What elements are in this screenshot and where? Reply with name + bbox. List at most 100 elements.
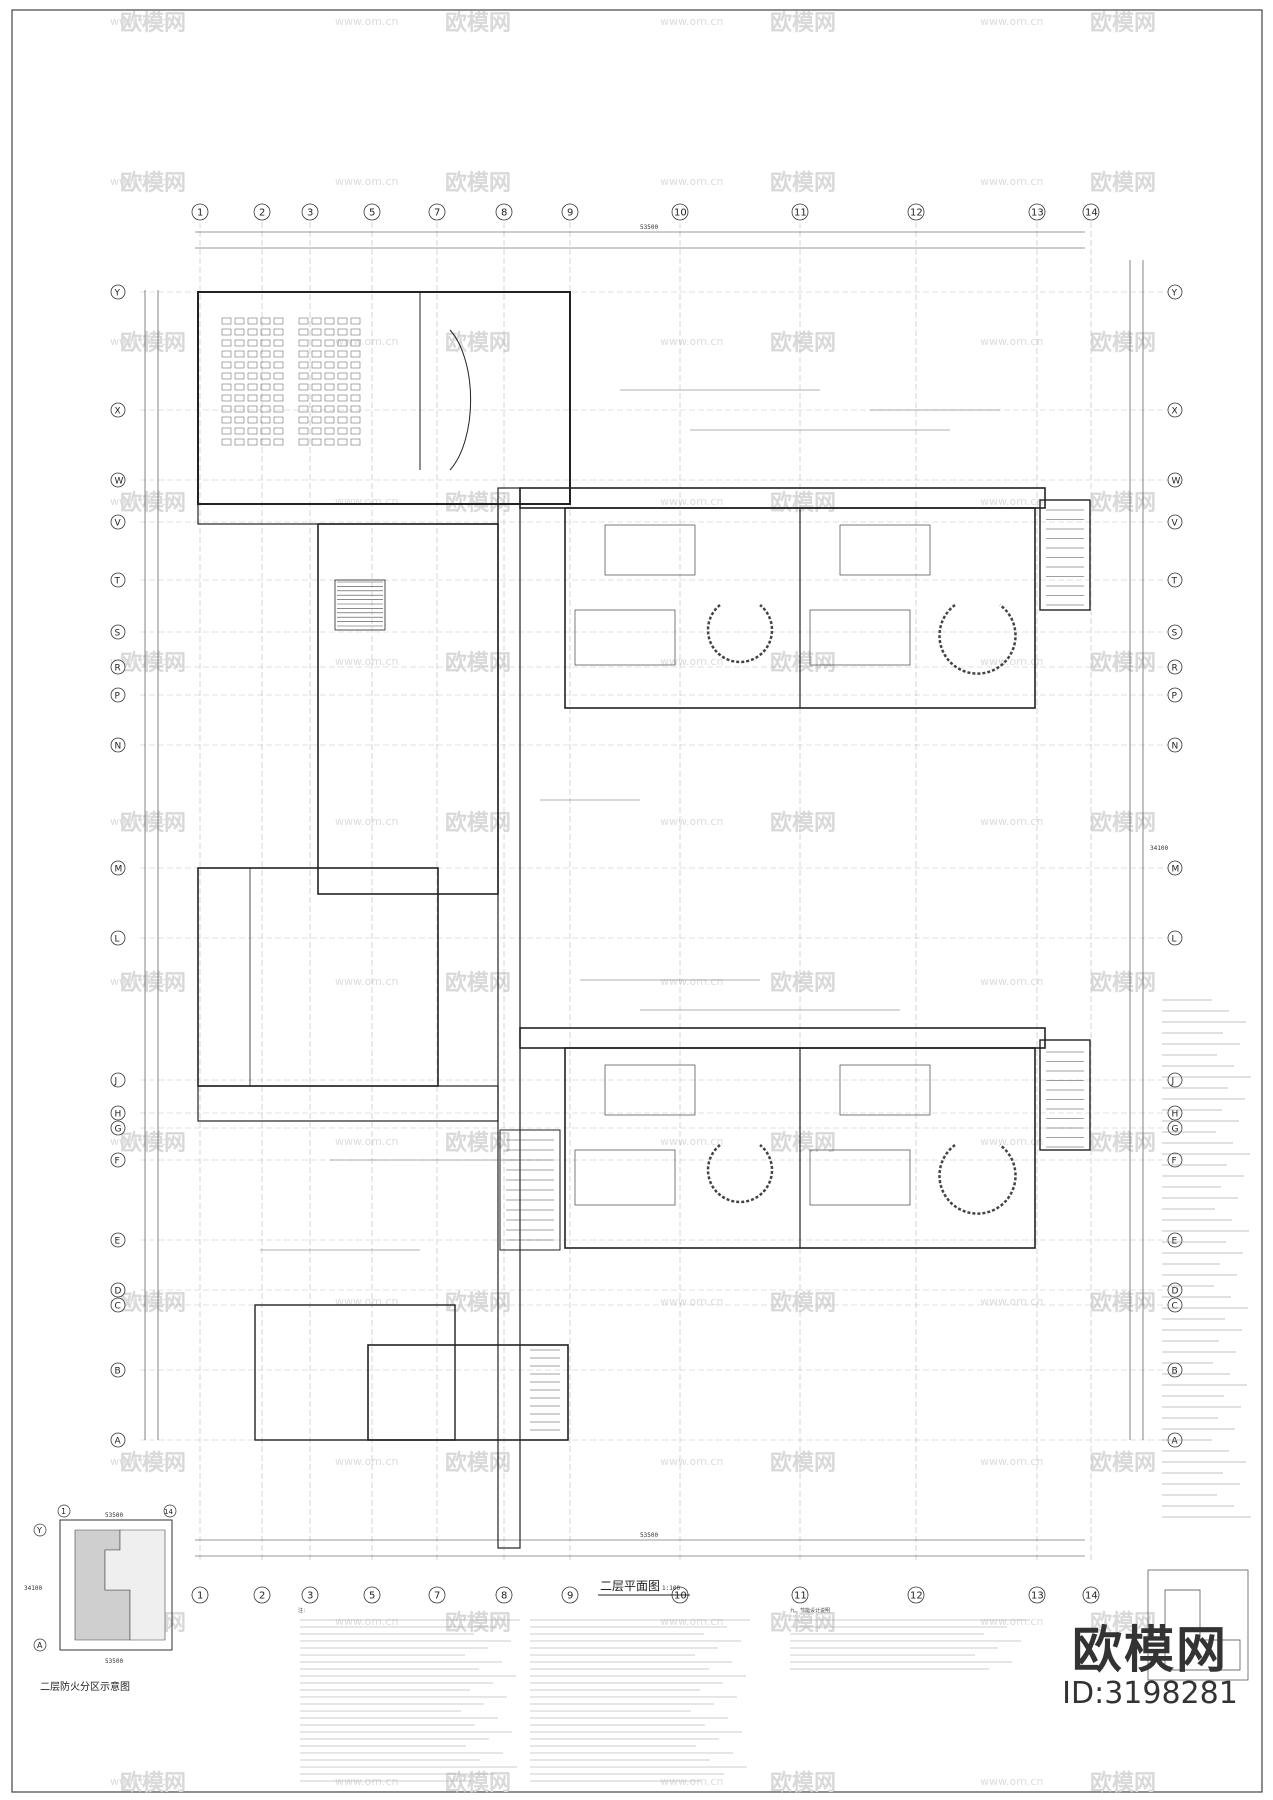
axis-bubble <box>110 1072 126 1088</box>
notes-header: 注： <box>298 1607 308 1614</box>
watermark-url: www.om.cn <box>980 495 1043 508</box>
axis-bubble <box>495 203 513 221</box>
watermark-url: www.om.cn <box>335 1775 398 1788</box>
watermark-url: www.om.cn <box>110 975 173 988</box>
watermark-url: www.om.cn <box>335 495 398 508</box>
axis-bubble <box>110 1282 126 1298</box>
axis-bubble <box>110 472 126 488</box>
watermark-url: www.om.cn <box>660 495 723 508</box>
inset-title: 二层防火分区示意图 <box>40 1680 130 1693</box>
watermark-text: 欧模网 <box>445 1770 511 1796</box>
axis-bubble <box>110 284 126 300</box>
axis-label: L <box>1172 935 1177 945</box>
axis-bubble <box>1167 659 1183 675</box>
axis-label: P <box>1172 692 1178 702</box>
axis-bubble <box>1167 737 1183 753</box>
drawing-title: 二层平面图 <box>600 1579 660 1593</box>
overall-dim-right: 34100 <box>1150 845 1168 852</box>
axis-bubble <box>561 203 579 221</box>
axis-bubble <box>110 402 126 418</box>
axis-label: B <box>115 1367 121 1377</box>
axis-bubble <box>907 1586 925 1604</box>
axis-bubble <box>301 203 319 221</box>
axis-label: S <box>115 629 121 639</box>
watermark-text: 欧模网 <box>1090 1290 1156 1316</box>
watermark-text: 欧模网 <box>445 10 511 36</box>
watermark-text: 欧模网 <box>1090 650 1156 676</box>
watermark-text: 欧模网 <box>1090 810 1156 836</box>
watermark-url: www.om.cn <box>335 1615 398 1628</box>
watermark-text: 欧模网 <box>445 650 511 676</box>
watermark-text: 欧模网 <box>120 1130 186 1156</box>
axis-bubble <box>110 687 126 703</box>
watermark-url: www.om.cn <box>660 655 723 668</box>
axis-bubble <box>110 624 126 640</box>
watermark-text: 欧模网 <box>120 810 186 836</box>
watermark-text: 欧模网 <box>770 490 836 516</box>
axis-label: F <box>115 1157 120 1167</box>
watermark-text: 欧模网 <box>770 650 836 676</box>
axis-bubble <box>1167 1232 1183 1248</box>
axis-label: D <box>115 1287 122 1297</box>
watermark-text: 欧模网 <box>770 1290 836 1316</box>
watermark-url: www.om.cn <box>335 975 398 988</box>
svg-text:1: 1 <box>61 1507 66 1516</box>
axis-bubble <box>110 1297 126 1313</box>
watermark-text: 欧模网 <box>445 1610 511 1636</box>
auditorium-seating <box>221 317 361 446</box>
axis-label: 7 <box>434 1591 440 1602</box>
axis-bubble <box>253 1586 271 1604</box>
watermark-url: www.om.cn <box>980 1455 1043 1468</box>
axis-label: 13 <box>1031 1591 1044 1602</box>
axis-bubble <box>1082 203 1100 221</box>
watermark-text: 欧模网 <box>120 10 186 36</box>
axis-bubble <box>110 860 126 876</box>
axis-bubble <box>191 203 209 221</box>
axis-label: 10 <box>674 1591 687 1602</box>
watermark-url: www.om.cn <box>335 1455 398 1468</box>
axis-label: Y <box>1171 289 1178 299</box>
axis-label: B <box>1172 1367 1178 1377</box>
axis-bubble <box>791 203 809 221</box>
axis-bubble <box>110 1105 126 1121</box>
axis-bubble <box>1167 860 1183 876</box>
watermark-text: 欧模网 <box>120 330 186 356</box>
svg-text:A: A <box>37 1641 43 1650</box>
watermark-url: www.om.cn <box>110 1775 173 1788</box>
watermark-text: 欧模网 <box>445 170 511 196</box>
watermark-text: 欧模网 <box>1090 170 1156 196</box>
watermark-url: www.om.cn <box>980 335 1043 348</box>
building-walls <box>197 291 1091 1549</box>
axis-label: 5 <box>369 208 375 219</box>
watermark-text: 欧模网 <box>445 970 511 996</box>
axis-bubble <box>1167 572 1183 588</box>
axis-label: P <box>115 692 121 702</box>
axis-bubble <box>907 203 925 221</box>
axis-label: G <box>1172 1125 1179 1135</box>
axis-bubble <box>110 1152 126 1168</box>
axis-label: A <box>115 1437 122 1447</box>
axis-label: 7 <box>434 208 440 219</box>
watermark-url: www.om.cn <box>335 175 398 188</box>
watermark-url: www.om.cn <box>110 1455 173 1468</box>
watermark-text: 欧模网 <box>770 1450 836 1476</box>
key-plan <box>1147 1569 1249 1681</box>
watermark-url: www.om.cn <box>110 655 173 668</box>
axis-bubble <box>1028 203 1046 221</box>
watermark-text: 欧模网 <box>1090 1770 1156 1796</box>
watermark-text: 欧模网 <box>120 1770 186 1796</box>
axis-label: X <box>1172 407 1178 417</box>
axis-label: 2 <box>259 208 265 219</box>
overall-dim-bottom: 53500 <box>640 1532 658 1539</box>
axis-label: 11 <box>794 1591 807 1602</box>
axis-label: A <box>1172 1437 1179 1447</box>
axis-label: 11 <box>794 208 807 219</box>
watermark-url: www.om.cn <box>660 975 723 988</box>
axis-label: E <box>115 1237 121 1247</box>
watermark-url: www.om.cn <box>335 15 398 28</box>
watermark-url: www.om.cn <box>110 495 173 508</box>
axis-bubble <box>1167 472 1183 488</box>
axis-label: F <box>1172 1157 1177 1167</box>
